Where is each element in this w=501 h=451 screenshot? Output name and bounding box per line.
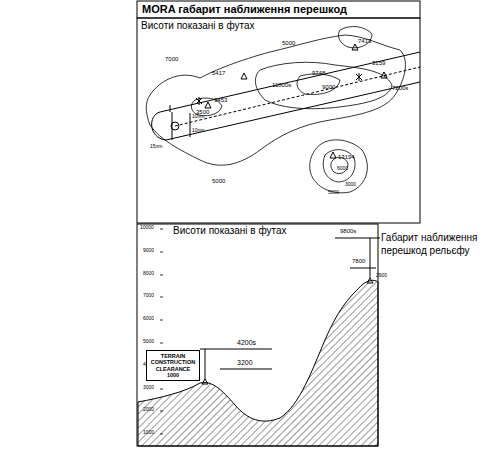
contour-value: 5000 (282, 40, 295, 46)
callout-label: Габарит наближення перешкод рельєфу (381, 232, 493, 257)
elevation: 7800 (352, 258, 365, 264)
distance: 10nm (192, 114, 205, 119)
axis-label: 1000 (143, 430, 154, 435)
map-frame (137, 18, 420, 223)
contour-value: 5000 (328, 190, 339, 195)
spot-height: 5417 (212, 70, 225, 76)
box-value: 1000 (149, 372, 197, 378)
spot-height: 7413 (358, 38, 371, 44)
axis-label: 5000 (143, 339, 154, 344)
axis-label: 2000 (143, 407, 154, 412)
profile-frame (137, 224, 378, 446)
contour-value: 3000 (345, 182, 356, 187)
contour-value: 6000 (337, 166, 348, 171)
axis-label: 3000 (143, 385, 154, 390)
terrain-profile (138, 280, 378, 446)
mora-value: 4200s (237, 339, 256, 346)
spot-height: 13194 (338, 154, 355, 160)
terrain-clearance-box: TERRAIN CONSTRUCTION CLEARANCE1000 (146, 350, 200, 381)
contours (146, 27, 405, 193)
route-corridor (152, 52, 420, 140)
axis-label: 6000 (143, 316, 154, 321)
contour-value: 9000 (322, 84, 335, 90)
spot-height: 3159 (372, 60, 385, 66)
axis-label: 9000 (143, 248, 154, 253)
mora-value: 7200s (392, 85, 408, 91)
spot-height: 9748 (312, 70, 325, 76)
spot-height: 2900 (376, 273, 387, 278)
axis-label: 7000 (143, 293, 154, 298)
contour-value: 5000 (212, 178, 225, 184)
distance: 10nm (192, 128, 205, 133)
axis-label: 8000 (143, 271, 154, 276)
mora-value: 11800s (272, 82, 291, 88)
title: MORA габарит наближення перешкод (142, 4, 347, 15)
title-frame (137, 1, 420, 18)
box-heading: TERRAIN CONSTRUCTION CLEARANCE (149, 353, 197, 372)
note: Висоти показані в футах (141, 21, 255, 31)
spot-height: 3453 (214, 97, 227, 103)
spot-symbols (196, 44, 387, 158)
distance: 15nm (150, 144, 163, 149)
note: Висоти показані в футах (173, 226, 287, 236)
elevation: 3200 (237, 359, 253, 366)
mora-value: 9800s (340, 228, 356, 234)
axis-label: 10000 (140, 225, 154, 230)
clearance-lines (200, 238, 380, 384)
spot-height: 7000 (165, 56, 178, 62)
